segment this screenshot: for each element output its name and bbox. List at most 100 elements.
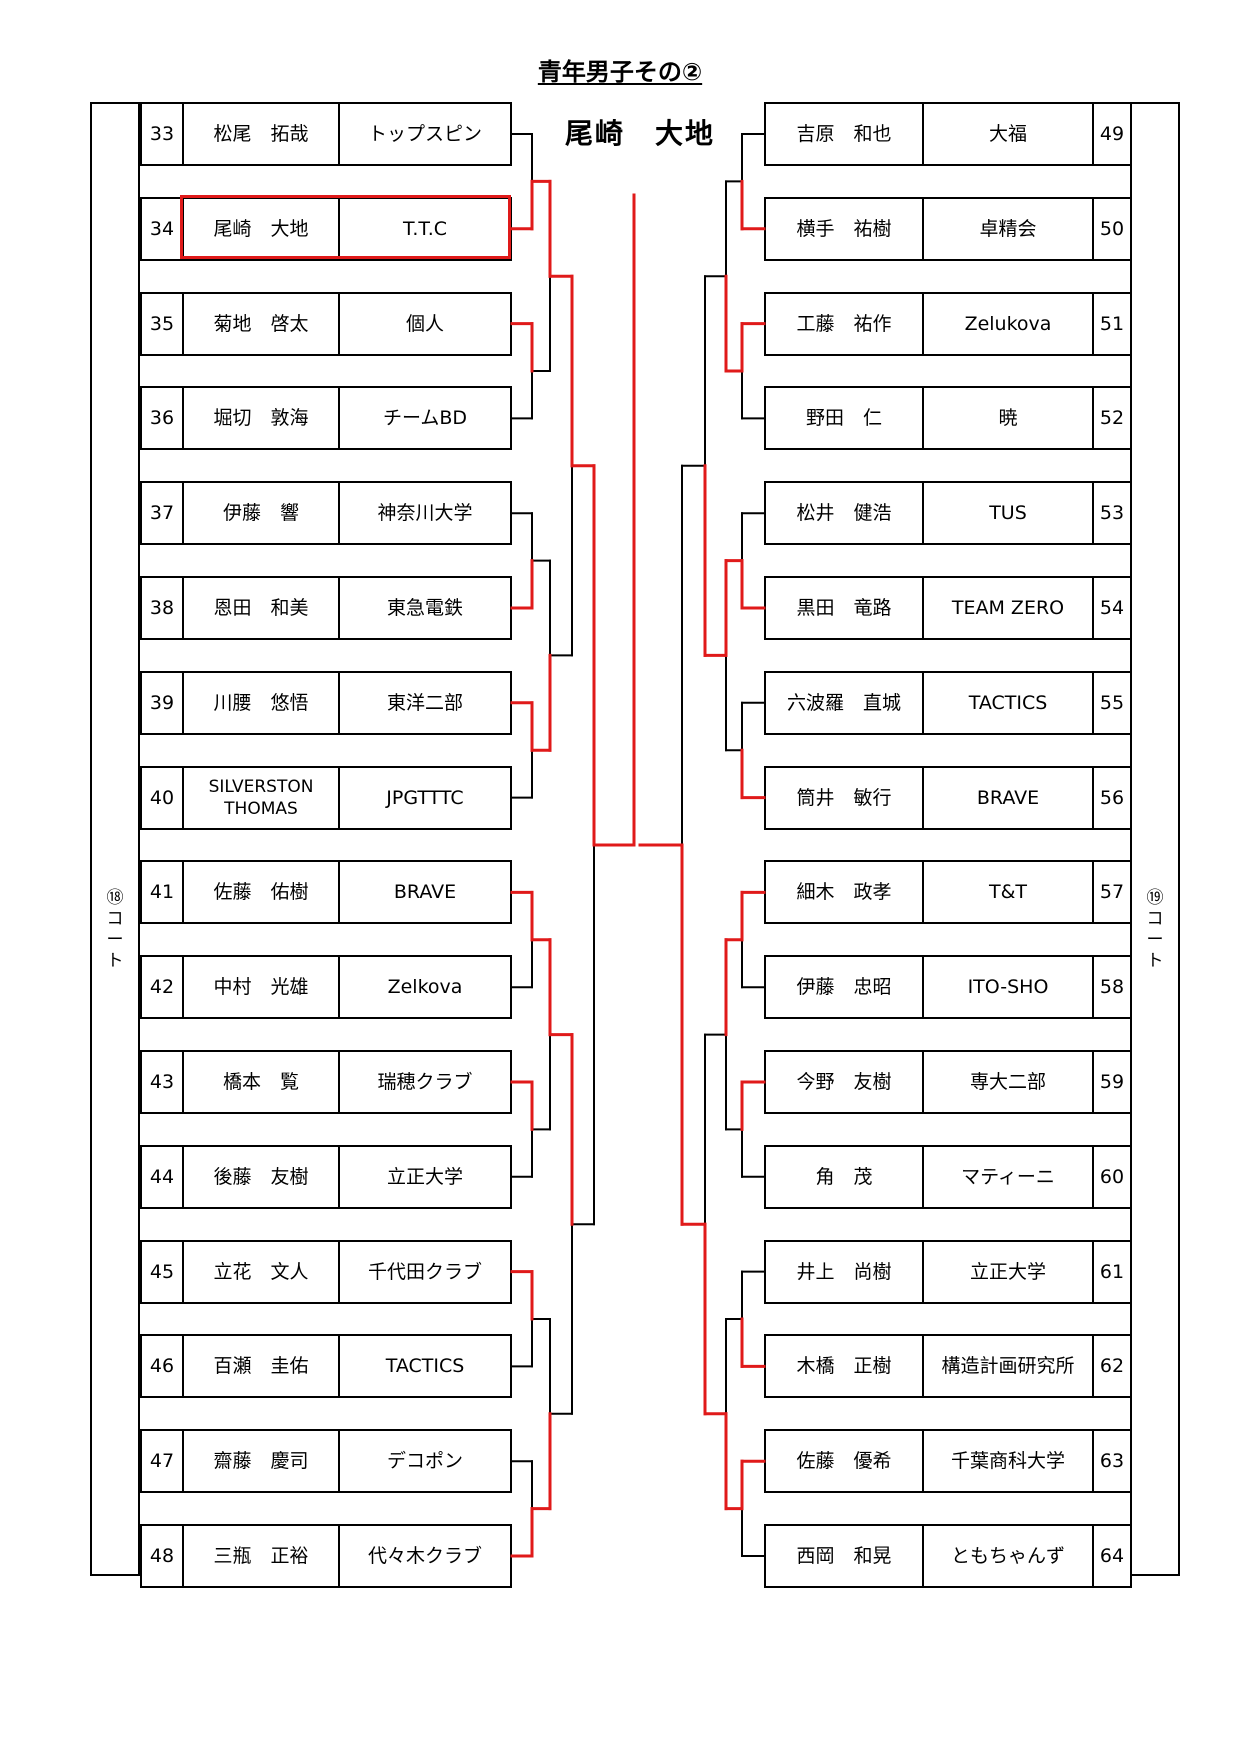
seed-number: 34 bbox=[149, 217, 175, 240]
winner-name: 尾崎 大地 bbox=[564, 117, 715, 150]
seed-number: 64 bbox=[1092, 1526, 1130, 1586]
club-name: TUS bbox=[922, 483, 1092, 544]
entry-row: 36 堀切 敦海チームBD bbox=[140, 386, 512, 451]
player-name: 百瀬 圭佑 bbox=[182, 1336, 338, 1397]
seed-number: 57 bbox=[1092, 862, 1130, 923]
seed-number: 61 bbox=[1092, 1241, 1130, 1302]
seed-number: 53 bbox=[1092, 483, 1130, 544]
player-name: 三瓶 正裕 bbox=[182, 1526, 338, 1586]
club-name: 千代田クラブ bbox=[338, 1241, 510, 1302]
seed-number: 56 bbox=[1092, 767, 1130, 828]
club-name: 神奈川大学 bbox=[338, 483, 510, 544]
club-name: TACTICS bbox=[922, 672, 1092, 733]
player-name: 松尾 拓哉 bbox=[182, 104, 338, 164]
player-name: 尾崎 大地 bbox=[182, 198, 338, 259]
club-name: 構造計画研究所 bbox=[922, 1336, 1092, 1397]
seed-number: 42 bbox=[149, 976, 175, 999]
player-name: 黒田 竜路 bbox=[796, 597, 892, 619]
player-name: 菊地 啓太 bbox=[182, 293, 338, 354]
seed-number: 45 bbox=[149, 1260, 175, 1283]
player-name: 伊藤 響 bbox=[182, 483, 338, 544]
player-name: 細木 政孝 bbox=[796, 881, 892, 904]
player-name: 今野 友樹 bbox=[796, 1071, 892, 1093]
player-name: 工藤 祐作 bbox=[796, 312, 892, 335]
player-name: 立花 文人 bbox=[182, 1241, 338, 1302]
club-name: 立正大学 bbox=[338, 1146, 510, 1207]
seed-number: 48 bbox=[149, 1545, 175, 1567]
club-name: 東洋二部 bbox=[338, 672, 510, 733]
player-name: 佐藤 優希 bbox=[796, 1450, 892, 1473]
club-name: 東急電鉄 bbox=[338, 578, 510, 638]
player-name: 角 茂 bbox=[815, 1165, 873, 1188]
seed-number: 55 bbox=[1092, 672, 1130, 733]
player-name: 木橋 正樹 bbox=[796, 1355, 892, 1378]
club-name: デコポン bbox=[338, 1431, 510, 1492]
club-name: TACTICS bbox=[338, 1336, 510, 1397]
club-name: 個人 bbox=[338, 293, 510, 354]
seed-number: 40 bbox=[149, 786, 175, 809]
club-name: チームBD bbox=[338, 388, 510, 449]
seed-number: 47 bbox=[149, 1450, 175, 1473]
player-name: 六波羅 直城 bbox=[786, 691, 901, 714]
player-name: SILVERSTON THOMAS bbox=[182, 767, 338, 828]
player-name: 野田 仁 bbox=[805, 407, 882, 430]
club-name: トップスピン bbox=[338, 104, 510, 164]
player-name: 堀切 敦海 bbox=[182, 388, 338, 449]
club-name: Zelkova bbox=[338, 957, 510, 1018]
court-19-panel: ⑲ コ ー ト bbox=[1130, 102, 1180, 1576]
club-name: ともちゃんず bbox=[922, 1526, 1092, 1586]
player-name: 伊藤 忠昭 bbox=[796, 976, 892, 999]
seed-number: 38 bbox=[149, 597, 175, 619]
seed-number: 44 bbox=[149, 1165, 175, 1188]
club-name: 千葉商科大学 bbox=[922, 1431, 1092, 1492]
seed-number: 54 bbox=[1092, 578, 1130, 638]
club-name: 専大二部 bbox=[922, 1052, 1092, 1112]
seed-number: 59 bbox=[1092, 1052, 1130, 1112]
player-name: 川腰 悠悟 bbox=[182, 672, 338, 733]
seed-number: 62 bbox=[1092, 1336, 1130, 1397]
club-name: JPGTTTC bbox=[338, 767, 510, 828]
seed-number: 41 bbox=[149, 881, 175, 904]
club-name: T.T.C bbox=[338, 198, 510, 259]
player-name: 筒井 敏行 bbox=[796, 786, 892, 809]
club-name: マティーニ bbox=[922, 1146, 1092, 1207]
seed-number: 63 bbox=[1092, 1431, 1130, 1492]
club-name: 卓精会 bbox=[922, 198, 1092, 259]
club-name: Zelukova bbox=[922, 293, 1092, 354]
player-name: 佐藤 佑樹 bbox=[182, 862, 338, 923]
club-name: TEAM ZERO bbox=[922, 578, 1092, 638]
seed-number: 36 bbox=[149, 407, 175, 430]
club-name: ITO-SHO bbox=[922, 957, 1092, 1018]
seed-number: 49 bbox=[1092, 104, 1130, 164]
seed-number: 50 bbox=[1092, 198, 1130, 259]
court-19-label: ⑲ コ ー ト bbox=[1146, 888, 1164, 971]
seed-number: 58 bbox=[1092, 957, 1130, 1018]
club-name: BRAVE bbox=[338, 862, 510, 923]
court-18-label: ⑱ コ ー ト bbox=[106, 888, 124, 971]
player-name: 吉原 和也 bbox=[796, 123, 892, 145]
seed-number: 51 bbox=[1092, 293, 1130, 354]
winner-highlight-box bbox=[180, 195, 511, 259]
